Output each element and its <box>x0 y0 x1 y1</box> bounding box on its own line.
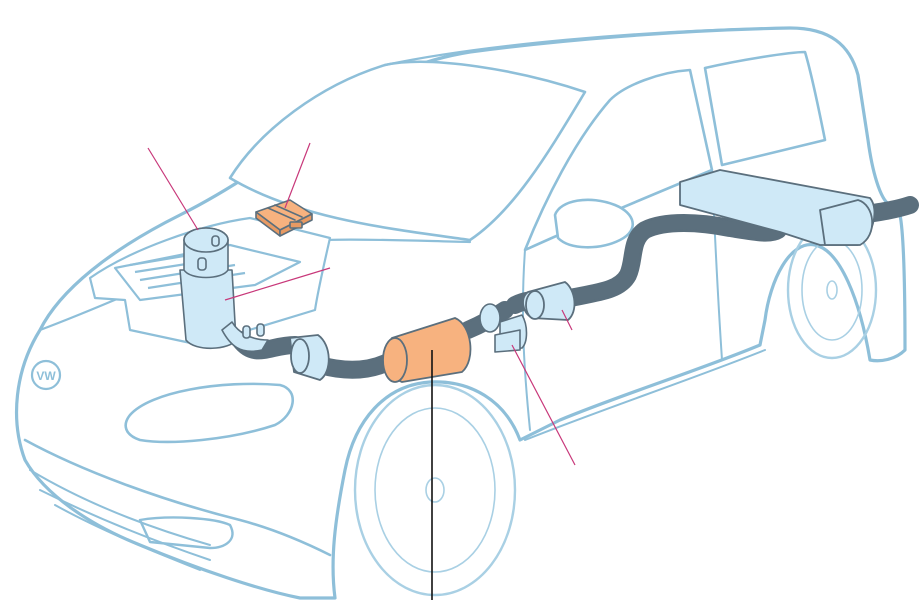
callout-center-silencer <box>561 309 573 331</box>
grille-lower-2 <box>39 489 211 561</box>
roof-line <box>383 26 792 67</box>
engine-control-unit <box>255 199 313 237</box>
exhaust-system <box>179 169 919 383</box>
catalytic-converter <box>382 317 472 383</box>
badge-text: VW <box>36 369 56 383</box>
lambda-sensor <box>479 303 528 353</box>
vw-badge: VW <box>30 359 62 391</box>
windshield <box>228 60 587 242</box>
callout-lines <box>147 142 576 600</box>
door-seam-front <box>521 249 531 431</box>
callout-lambda-sensor <box>511 344 576 466</box>
rocker-line <box>524 349 766 441</box>
rear-window <box>703 50 827 167</box>
front-bumper <box>23 438 332 557</box>
callout-engine-control-unit <box>284 142 311 209</box>
front-wheel <box>353 383 517 597</box>
charcoal-canister <box>179 227 237 350</box>
fog-light <box>138 516 234 550</box>
grille-lower-3 <box>54 504 201 571</box>
exhaust-manifold <box>221 321 269 352</box>
headlight <box>124 382 295 444</box>
rear-silencer <box>679 169 876 246</box>
center-silencer <box>522 281 576 321</box>
front-silencer <box>289 334 330 381</box>
grille-lower <box>29 469 211 546</box>
callout-exhaust-manifold <box>224 267 331 301</box>
car-body-outline <box>15 26 907 600</box>
side-mirror <box>553 198 634 249</box>
callout-charcoal-canister <box>147 147 199 231</box>
